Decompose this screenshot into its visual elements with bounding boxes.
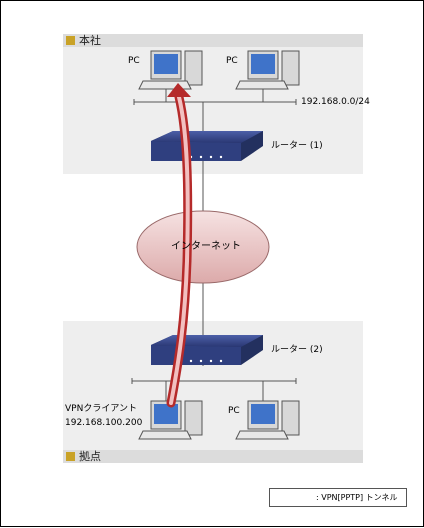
pc-icon xyxy=(235,400,300,440)
router-icon xyxy=(151,131,263,161)
vpn-tunnel-arrow xyxy=(166,83,193,408)
zone-title-headquarters: 本社 xyxy=(79,34,101,47)
vpn-client-label: VPNクライアント xyxy=(65,404,137,414)
legend-label: : VPN[PPTP] トンネル xyxy=(316,493,398,502)
network-address-label: 192.168.0.0/24 xyxy=(301,97,370,107)
router2-label: ルーター (2) xyxy=(271,345,323,355)
pc-icon xyxy=(138,400,203,440)
pc-icon xyxy=(138,50,203,90)
legend-box: : VPN[PPTP] トンネル xyxy=(269,488,407,507)
zone-marker-icon xyxy=(66,452,75,461)
vpn-client-address: 192.168.100.200 xyxy=(65,418,143,428)
router-icon xyxy=(151,335,263,365)
zone-label-headquarters: 本社 xyxy=(63,34,363,47)
pc-icon xyxy=(235,50,300,90)
pc-label: PC xyxy=(226,56,238,66)
router1-label: ルーター (1) xyxy=(271,141,323,151)
internet-label: インターネット xyxy=(171,241,241,252)
pc-label: PC xyxy=(128,56,140,66)
zone-label-branch: 拠点 xyxy=(63,450,363,463)
internet-cloud xyxy=(136,210,270,284)
zone-marker-icon xyxy=(66,36,75,45)
pc-label: PC xyxy=(228,406,240,416)
zone-title-branch: 拠点 xyxy=(79,450,101,463)
